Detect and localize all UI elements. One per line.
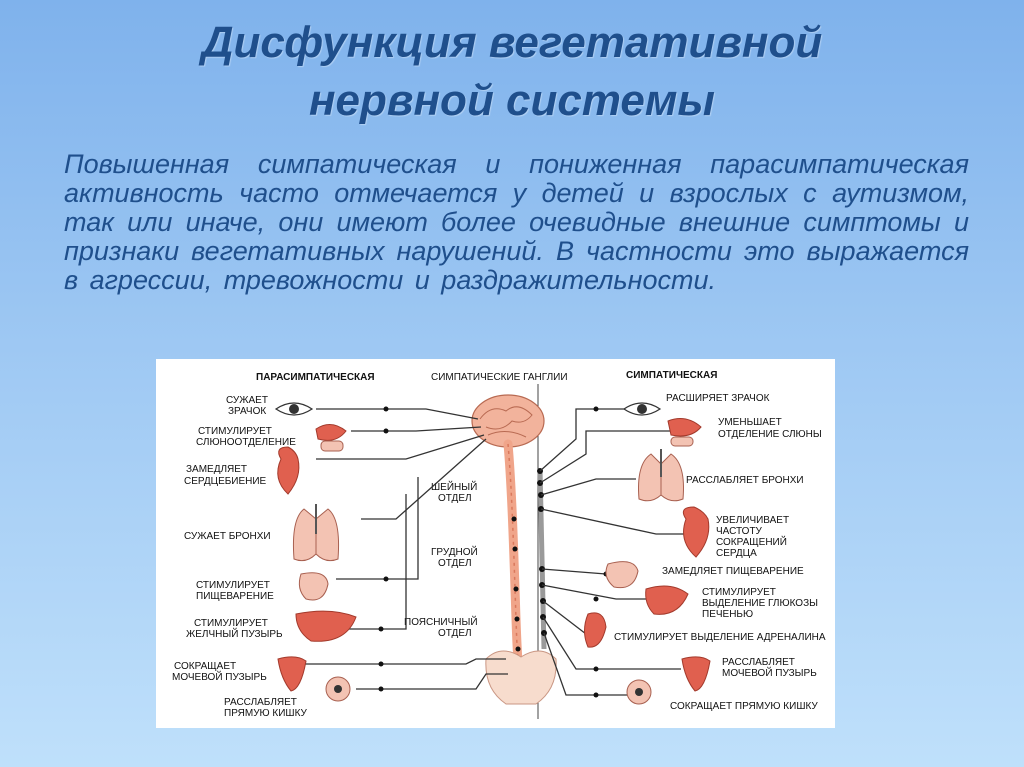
lungs-icon-left <box>293 504 339 562</box>
label-right-5-c: ПЕЧЕНЬЮ <box>702 609 753 620</box>
section-lumbar-2: ОТДЕЛ <box>438 628 472 639</box>
label-right-3-d: СЕРДЦА <box>716 548 757 559</box>
label-left-7-a: РАССЛАБЛЯЕТ <box>224 697 297 708</box>
label-left-7-b: ПРЯМУЮ КИШКУ <box>224 708 308 719</box>
eye-icon-left <box>274 402 314 416</box>
bladder-icon-right <box>681 656 711 692</box>
salivary-gland-icon-right <box>667 418 702 447</box>
body-paragraph: Повышенная симпатическая и пониженная па… <box>64 149 969 295</box>
bladder-icon-left <box>277 656 307 692</box>
header-sympathetic: СИМПАТИЧЕСКАЯ <box>626 370 717 381</box>
section-lumbar-1: ПОЯСНИЧНЫЙ <box>404 615 478 628</box>
brain-icon <box>471 394 545 448</box>
lungs-icon-right <box>638 449 684 502</box>
label-left-2-a: ЗАМЕДЛЯЕТ <box>186 464 247 475</box>
label-left-0-a: СУЖАЕТ <box>226 395 268 406</box>
parasympathetic-wires <box>296 406 508 692</box>
label-left-2-b: СЕРДЦЕБИЕНИЕ <box>184 476 267 487</box>
diagram-svg: ПАРАСИМПАТИЧЕСКАЯ СИМПАТИЧЕСКИЕ ГАНГЛИИ … <box>172 370 826 719</box>
label-right-3-b: ЧАСТОТУ <box>716 526 763 537</box>
pelvis-icon <box>485 650 557 705</box>
label-right-3-a: УВЕЛИЧИВАЕТ <box>716 515 789 526</box>
eye-icon-right <box>622 402 662 416</box>
ganglia-dots <box>511 468 547 652</box>
label-right-1-b: ОТДЕЛЕНИЕ СЛЮНЫ <box>718 429 822 440</box>
heart-icon-right <box>682 506 710 558</box>
label-right-6: СТИМУЛИРУЕТ ВЫДЕЛЕНИЕ АДРЕНАЛИНА <box>614 632 826 643</box>
label-right-0: РАСШИРЯЕТ ЗРАЧОК <box>666 393 770 404</box>
rectum-icon-left <box>325 676 351 702</box>
label-left-5-b: ЖЕЛЧНЫЙ ПУЗЫРЬ <box>186 627 283 640</box>
heart-icon-left <box>277 446 300 495</box>
label-right-1-a: УМЕНЬШАЕТ <box>718 417 782 428</box>
label-left-6-b: МОЧЕВОЙ ПУЗЫРЬ <box>172 670 267 683</box>
section-thoracic-1: ГРУДНОЙ <box>431 545 478 558</box>
label-left-4-a: СТИМУЛИРУЕТ <box>196 580 270 591</box>
right-labels: РАСШИРЯЕТ ЗРАЧОК УМЕНЬШАЕТ ОТДЕЛЕНИЕ СЛЮ… <box>614 393 826 712</box>
label-right-5-a: СТИМУЛИРУЕТ <box>702 587 776 598</box>
label-left-1-a: СТИМУЛИРУЕТ <box>198 426 272 437</box>
label-left-4-b: ПИЩЕВАРЕНИЕ <box>196 591 274 602</box>
liver-icon-left <box>295 610 357 642</box>
header-parasympathetic: ПАРАСИМПАТИЧЕСКАЯ <box>256 372 375 383</box>
header-ganglia: СИМПАТИЧЕСКИЕ ГАНГЛИИ <box>431 372 568 383</box>
salivary-gland-icon <box>315 424 347 452</box>
label-left-6-a: СОКРАЩАЕТ <box>174 661 236 672</box>
rectum-icon-right <box>626 679 652 705</box>
label-right-3-c: СОКРАЩЕНИЙ <box>716 535 787 548</box>
section-thoracic-2: ОТДЕЛ <box>438 558 472 569</box>
nervous-system-diagram: ПАРАСИМПАТИЧЕСКАЯ СИМПАТИЧЕСКИЕ ГАНГЛИИ … <box>156 359 835 728</box>
sympathetic-wires <box>539 406 686 698</box>
left-labels: СУЖАЕТ ЗРАЧОК СТИМУЛИРУЕТ СЛЮНООТДЕЛЕНИЕ… <box>172 395 308 719</box>
liver-icon-right <box>645 585 689 615</box>
adrenal-icon <box>584 612 607 648</box>
section-cervical-1: ШЕЙНЫЙ <box>431 480 477 493</box>
label-right-7-b: МОЧЕВОЙ ПУЗЫРЬ <box>722 666 817 679</box>
label-left-1-b: СЛЮНООТДЕЛЕНИЕ <box>196 437 296 448</box>
label-left-3: СУЖАЕТ БРОНХИ <box>184 531 271 542</box>
section-cervical-2: ОТДЕЛ <box>438 493 472 504</box>
slide-title: Дисфункция вегетативной нервной системы <box>0 14 1024 130</box>
title-line-1: Дисфункция вегетативной <box>201 18 823 67</box>
label-right-7-a: РАССЛАБЛЯЕТ <box>722 657 795 668</box>
label-left-5-a: СТИМУЛИРУЕТ <box>194 618 268 629</box>
stomach-icon-left <box>298 572 329 601</box>
label-right-4: ЗАМЕДЛЯЕТ ПИЩЕВАРЕНИЕ <box>662 566 804 577</box>
title-line-2: нервной системы <box>308 76 715 125</box>
label-right-8: СОКРАЩАЕТ ПРЯМУЮ КИШКУ <box>670 701 818 712</box>
label-left-0-b: ЗРАЧОК <box>228 406 266 417</box>
label-right-5-b: ВЫДЕЛЕНИЕ ГЛЮКОЗЫ <box>702 598 818 609</box>
label-right-2: РАССЛАБЛЯЕТ БРОНХИ <box>686 475 804 486</box>
stomach-icon-right <box>605 561 639 589</box>
